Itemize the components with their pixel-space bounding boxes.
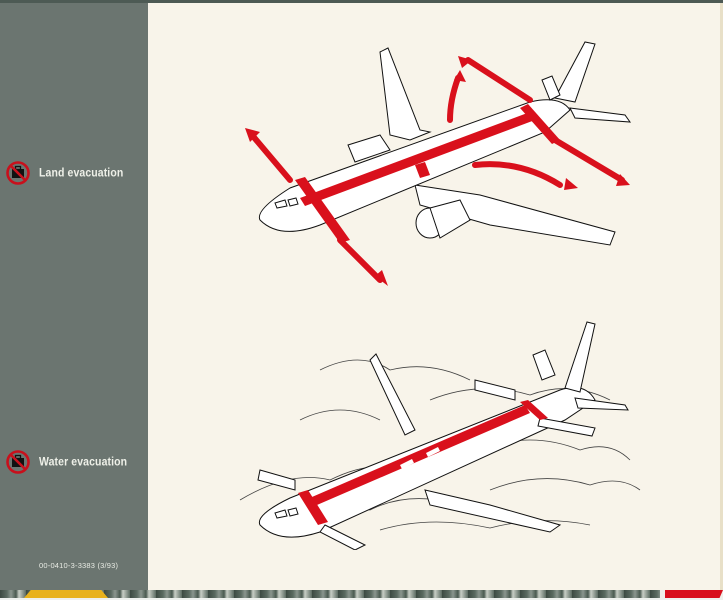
- section-label: Land evacuation: [39, 166, 124, 180]
- bottom-margin: [0, 598, 723, 600]
- no-baggage-icon: [6, 450, 30, 474]
- water-evacuation-diagram: [239, 321, 641, 550]
- document-code: 00-0410-3-3383 (3/93): [39, 561, 119, 570]
- water-evacuation-label: Water evacuation: [5, 449, 127, 475]
- sidebar: Land evacuation Water evacuation 00-0410…: [0, 3, 148, 590]
- no-baggage-icon: [6, 161, 30, 185]
- section-label: Water evacuation: [39, 455, 128, 469]
- decorative-bottom-strip: [0, 590, 723, 598]
- land-evacuation-diagram: [245, 41, 632, 286]
- top-border: [0, 0, 723, 3]
- photo-strip: [0, 590, 660, 598]
- land-evacuation-label: Land evacuation: [5, 160, 123, 186]
- yellow-accent: [24, 590, 108, 598]
- red-accent: [665, 590, 723, 598]
